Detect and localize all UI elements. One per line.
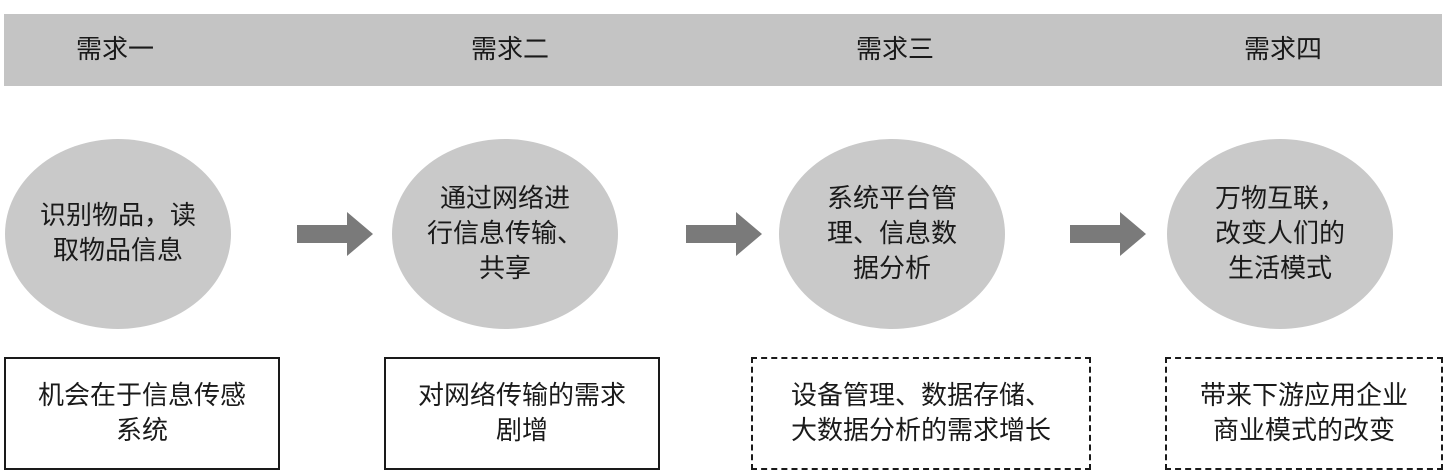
stage-ellipse-4: 万物互联， 改变人们的 生活模式 [1167, 139, 1393, 329]
stage-2-line-2: 行信息传输、 [426, 218, 583, 249]
header-stage-4: 需求四 [1243, 35, 1323, 65]
header-stage-2: 需求二 [470, 35, 550, 65]
outcome-4-line-1: 带来下游应用企业 [1199, 380, 1408, 411]
stage-ellipse-2: 通过网络进 行信息传输、 共享 [392, 139, 618, 329]
outcome-3-line-2: 大数据分析的需求增长 [790, 415, 1051, 446]
stage-ellipse-1: 识别物品，读 取物品信息 [5, 139, 231, 329]
arrow-right-icon [1070, 212, 1146, 256]
stage-3-line-2: 理、信息数 [826, 218, 957, 249]
outcome-box-1: 机会在于信息传感 系统 [4, 357, 280, 470]
outcome-box-3: 设备管理、数据存储、 大数据分析的需求增长 [751, 357, 1091, 470]
stage-4-line-1: 万物互联， [1214, 183, 1345, 214]
header-stage-3: 需求三 [855, 35, 935, 65]
stage-3-line-1: 系统平台管 [826, 183, 957, 214]
stage-text-3: 系统平台管 理、信息数 据分析 [804, 182, 980, 287]
stage-1-line-2: 取物品信息 [52, 236, 183, 266]
outcome-1-line-1: 机会在于信息传感 [37, 380, 246, 411]
outcome-box-2: 对网络传输的需求 剧增 [384, 357, 660, 470]
outcome-text-1: 机会在于信息传感 系统 [38, 379, 246, 449]
stage-ellipse-3: 系统平台管 理、信息数 据分析 [779, 139, 1005, 329]
outcome-text-2: 对网络传输的需求 剧增 [418, 379, 626, 449]
outcome-1-line-2: 系统 [115, 415, 168, 446]
stage-4-line-3: 生活模式 [1227, 253, 1332, 284]
stage-text-4: 万物互联， 改变人们的 生活模式 [1192, 182, 1368, 287]
stage-text-2: 通过网络进 行信息传输、 共享 [417, 182, 593, 287]
stage-1-line-1: 识别物品，读 [39, 201, 196, 231]
header-bar [4, 14, 1442, 86]
stage-2-line-1: 通过网络进 [439, 183, 570, 214]
stage-2-line-3: 共享 [478, 253, 531, 284]
outcome-3-line-1: 设备管理、数据存储、 [790, 380, 1051, 411]
outcome-box-4: 带来下游应用企业 商业模式的改变 [1165, 357, 1443, 470]
outcome-4-line-2: 商业模式的改变 [1212, 415, 1395, 446]
header-stage-1: 需求一 [75, 35, 155, 65]
stage-text-1: 识别物品，读 取物品信息 [30, 199, 206, 269]
arrow-right-icon [686, 212, 762, 256]
arrow-right-icon [297, 212, 373, 256]
outcome-text-4: 带来下游应用企业 商业模式的改变 [1200, 379, 1408, 449]
stage-4-line-2: 改变人们的 [1214, 218, 1345, 249]
outcome-text-3: 设备管理、数据存储、 大数据分析的需求增长 [791, 379, 1051, 449]
stage-3-line-3: 据分析 [852, 253, 931, 284]
outcome-2-line-1: 对网络传输的需求 [417, 380, 626, 411]
outcome-2-line-2: 剧增 [495, 415, 548, 446]
